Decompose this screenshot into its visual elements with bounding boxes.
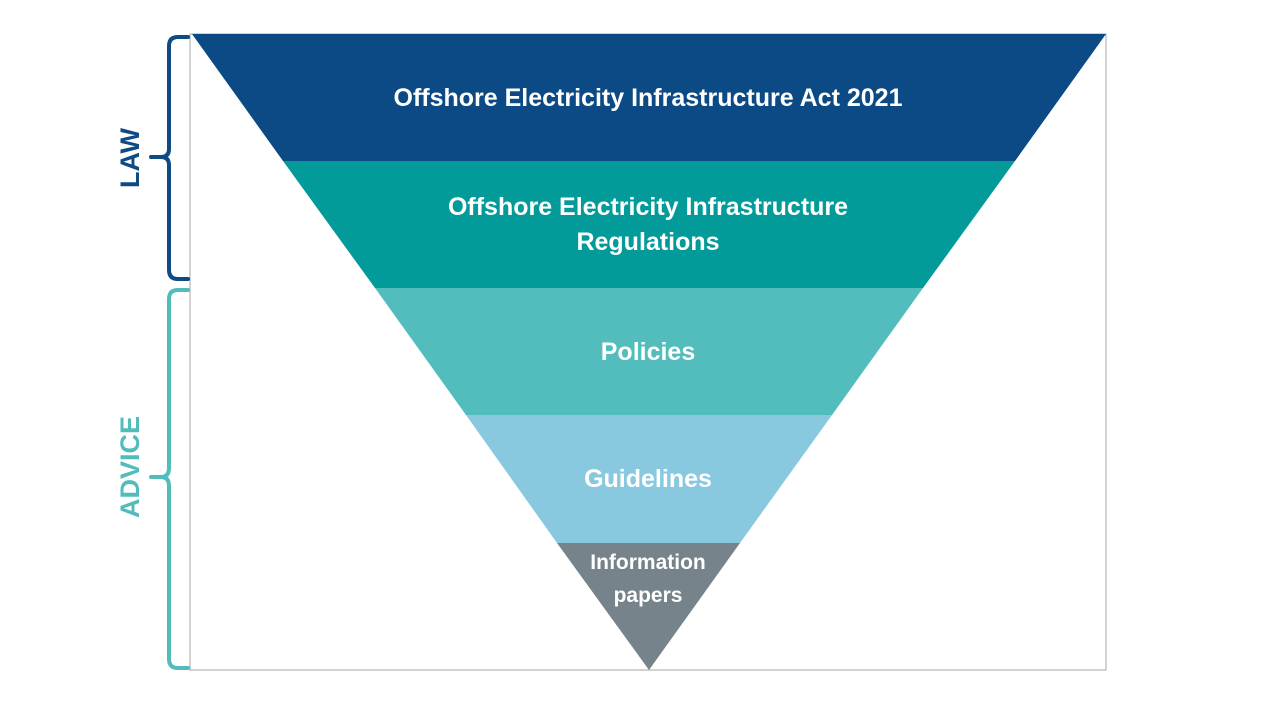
tier-act-label-line-1: Offshore Electricity Infrastructure Act … [394,84,903,112]
pyramid: Offshore Electricity Infrastructure Act … [192,34,1106,670]
advice-bracket: ADVICE [115,288,190,670]
tier-act: Offshore Electricity Infrastructure Act … [192,34,1106,161]
law-bracket: LAW [115,35,190,281]
tier-information-papers: Information papers [557,543,740,670]
tier-policies: Policies [375,288,923,415]
law-bracket-label: LAW [115,127,145,188]
tier-guidelines-label-line-1: Guidelines [584,465,712,493]
tier-information-papers-label-line-2: papers [614,584,683,607]
tier-guidelines: Guidelines [466,415,832,543]
law-bracket-shape [149,35,190,281]
tier-regulations-label-line-1: Offshore Electricity Infrastructure [448,193,848,221]
tier-act-band [192,34,1106,161]
tier-regulations: Offshore Electricity Infrastructure Regu… [283,161,1015,288]
tier-policies-label-line-1: Policies [601,338,696,366]
advice-bracket-label: ADVICE [115,416,145,518]
tier-information-papers-label-line-1: Information [590,551,706,574]
tier-policies-band [375,288,923,415]
advice-bracket-shape [149,288,190,670]
tier-information-papers-band [557,543,740,670]
tier-regulations-band [283,161,1015,288]
tier-guidelines-band [466,415,832,543]
tier-regulations-label-line-2: Regulations [576,228,719,256]
